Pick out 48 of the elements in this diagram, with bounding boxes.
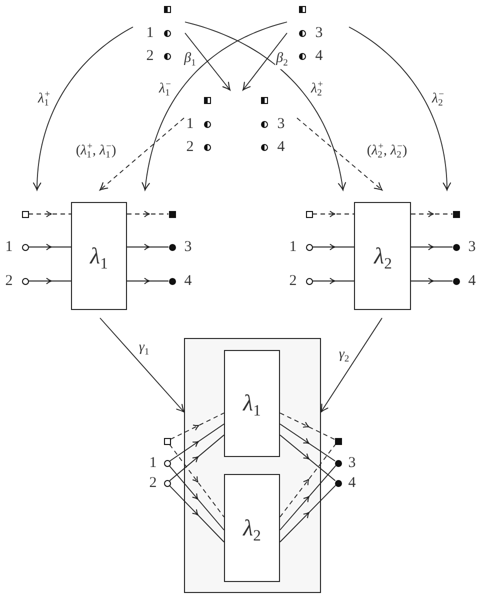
- port-square-icon: [334, 438, 342, 444]
- port-label: 1: [5, 238, 13, 256]
- port-circle-icon: [164, 460, 170, 466]
- container-box: [184, 338, 321, 593]
- port-label: 1: [149, 454, 157, 472]
- port-label: 3: [348, 454, 356, 472]
- port-label: 4: [315, 48, 323, 64]
- port-square-icon: [306, 210, 312, 218]
- port-square-icon: [164, 438, 170, 444]
- port-label: 3: [315, 24, 323, 42]
- port-label: 1: [146, 24, 154, 42]
- port-label: 4: [468, 272, 476, 290]
- port-label: 2: [186, 138, 194, 156]
- port-circle-icon: [22, 244, 28, 250]
- port-label: 3: [184, 238, 192, 256]
- port-label: 1: [289, 238, 297, 256]
- block-box: [354, 202, 411, 310]
- port-circle-icon: [452, 278, 460, 284]
- edge-label: β$_{2}$: [275, 51, 289, 69]
- block-box: [224, 350, 280, 457]
- block-label: λ$_{1}$: [243, 390, 261, 420]
- port-label: 2: [5, 272, 13, 290]
- port-label: 2: [146, 48, 154, 64]
- port-circle-icon: [22, 278, 28, 284]
- port-circle-icon: [168, 278, 176, 284]
- block-label: λ$_{1}$: [90, 244, 108, 272]
- port-label: 3: [468, 238, 476, 256]
- port-circle-icon: [164, 480, 170, 486]
- port-label: 2: [289, 272, 297, 290]
- port-label: 1: [186, 116, 194, 132]
- port-label: 2: [149, 474, 157, 492]
- block-box: [71, 202, 127, 310]
- port-circle-icon: [452, 244, 460, 250]
- port-label: 4: [184, 272, 192, 290]
- port-square-icon: [452, 210, 460, 218]
- block-box: [224, 474, 280, 582]
- port-label: 4: [277, 138, 285, 156]
- block-label: λ$_{2}$: [374, 244, 392, 272]
- port-square-icon: [22, 210, 28, 218]
- port-label: 4: [348, 474, 356, 492]
- block-label: λ$_{2}$: [243, 516, 261, 544]
- port-circle-icon: [306, 244, 312, 250]
- port-circle-icon: [334, 480, 342, 486]
- port-circle-icon: [306, 278, 312, 284]
- port-circle-icon: [168, 244, 176, 250]
- port-circle-icon: [334, 460, 342, 466]
- port-square-icon: [168, 210, 176, 218]
- port-label: 3: [277, 116, 285, 132]
